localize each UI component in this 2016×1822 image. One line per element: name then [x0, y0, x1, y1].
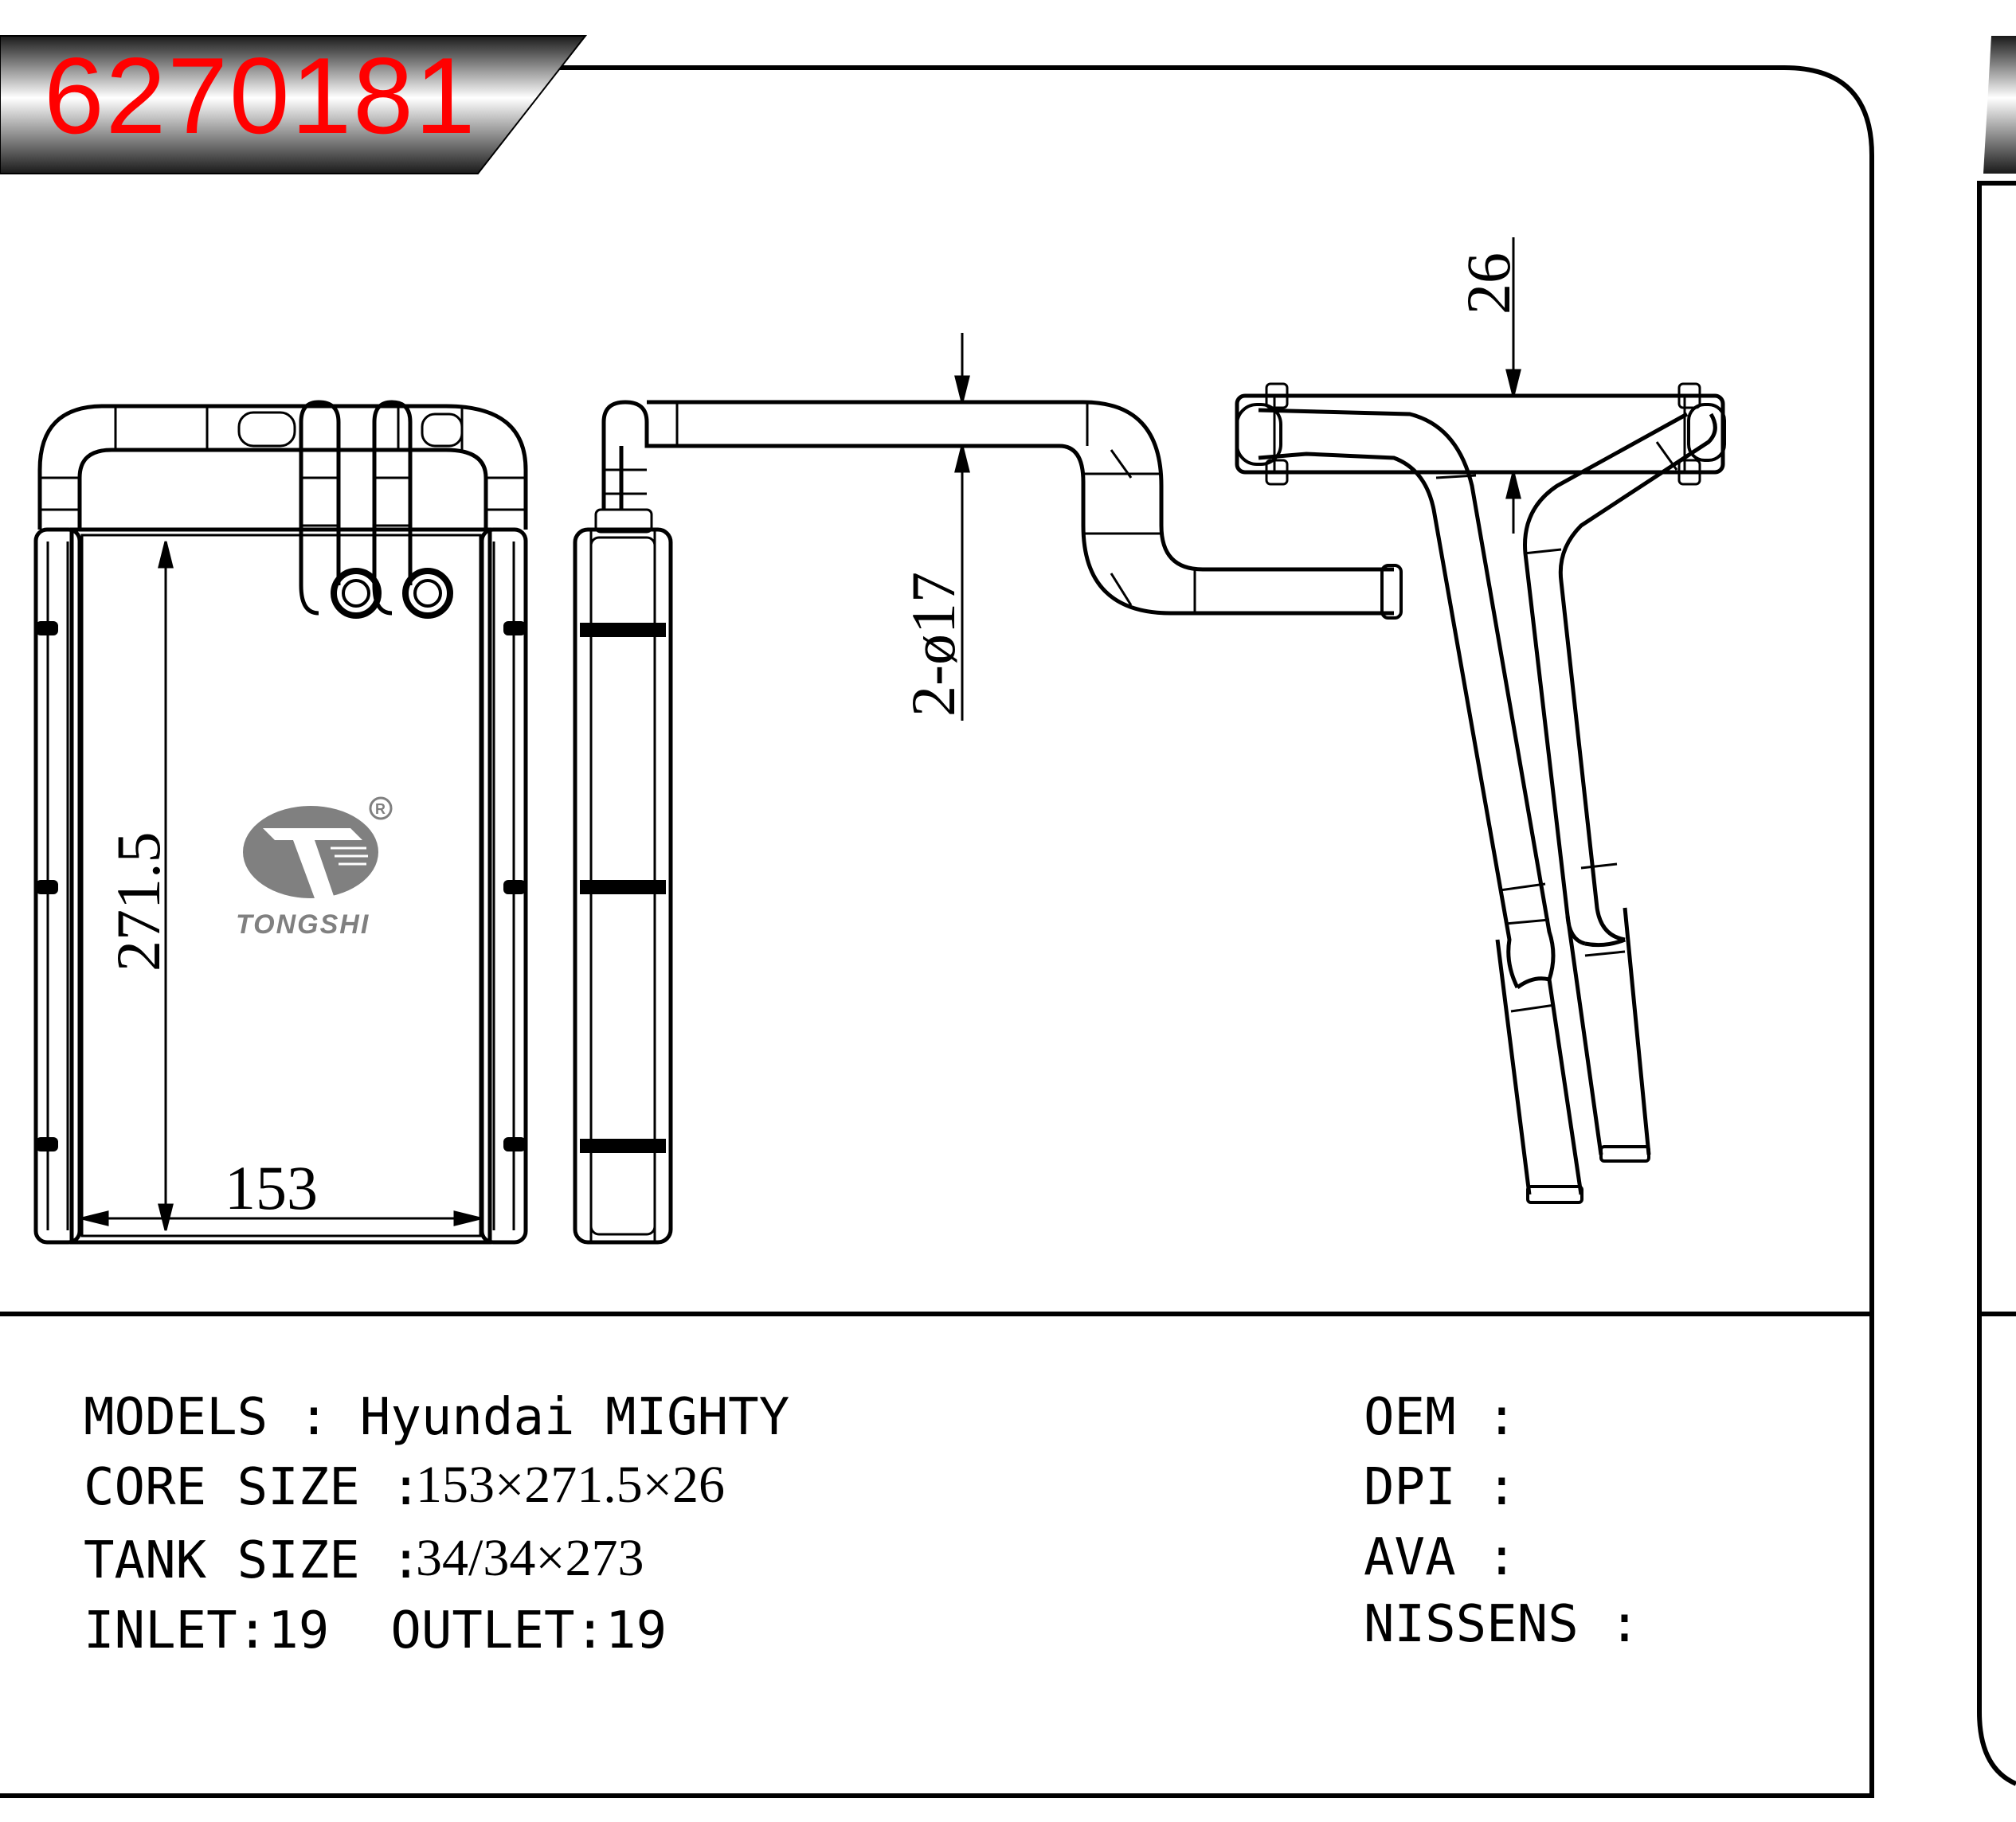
part-number-banner: [0, 35, 2016, 174]
tank-size-value: 34/34×273: [416, 1529, 644, 1587]
core-size-label: CORE SIZE :: [84, 1458, 421, 1517]
inlet-outlet-line: INLET:19 OUTLET:19: [84, 1601, 667, 1660]
dpi-label: DPI :: [1364, 1458, 1517, 1517]
ava-label: AVA :: [1364, 1528, 1517, 1587]
core-size-value: 153×271.5×26: [416, 1456, 725, 1514]
pipe-diameter-dimension: [954, 333, 970, 721]
width-dimension: [81, 1210, 481, 1226]
tank-size-label: TANK SIZE :: [84, 1531, 421, 1590]
brand-name: TONGSHI: [236, 909, 370, 940]
svg-text:R: R: [375, 801, 386, 817]
width-dimension-label: 153: [225, 1153, 318, 1222]
models-line: MODELS : Hyundai MIGHTY: [84, 1388, 790, 1447]
front-view: [33, 400, 528, 1245]
drawing-frame: [0, 65, 2016, 1798]
height-dimension-label: 271.5: [104, 832, 173, 972]
nissens-label: NISSENS :: [1364, 1595, 1640, 1654]
depth-dimension: [1505, 237, 1521, 534]
tongshi-logo-icon: R: [243, 796, 393, 898]
side-view: [573, 400, 1403, 1245]
part-number: 6270181: [44, 35, 477, 156]
oem-label: OEM :: [1364, 1388, 1517, 1447]
depth-dimension-label: 26: [1454, 252, 1523, 315]
pipe-diameter-label: 2-ø17: [898, 572, 968, 717]
top-view: [1235, 382, 1726, 1204]
